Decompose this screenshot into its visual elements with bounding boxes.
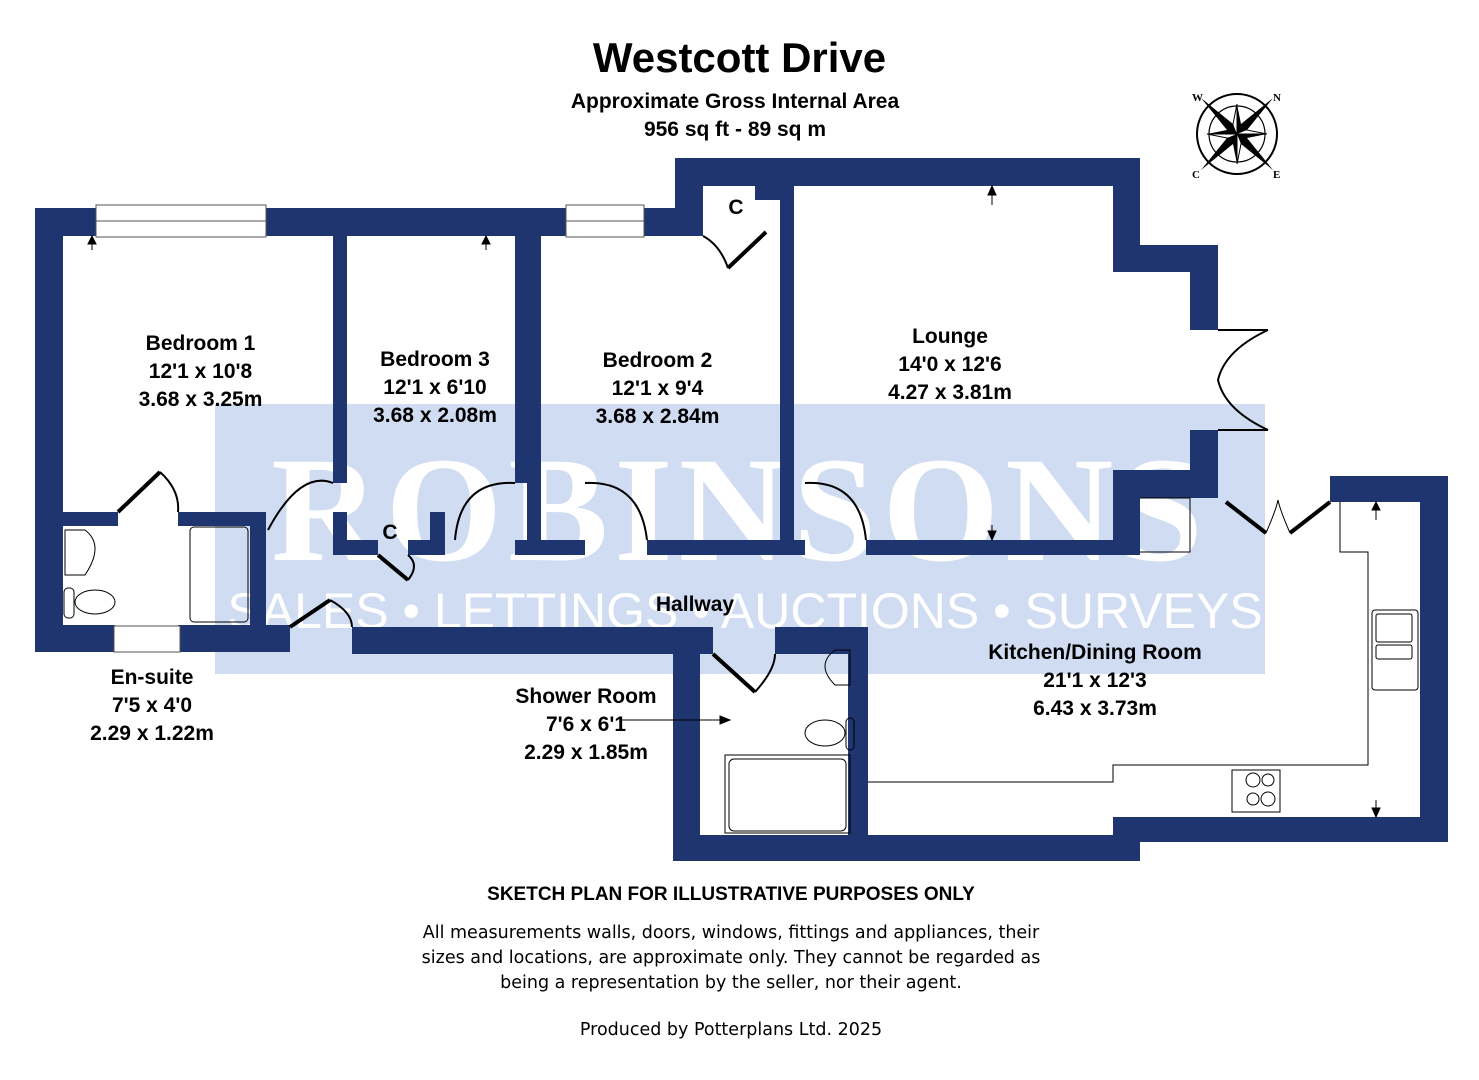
room-name: En-suite: [110, 666, 194, 689]
room-name: Kitchen/Dining Room: [988, 641, 1202, 664]
disclaimer-text: All measurements walls, doors, windows, …: [0, 921, 1462, 996]
room-metric: 6.43 x 3.73m: [1033, 697, 1157, 720]
room-kitchen-dining: Kitchen/Dining Room 21'1 x 12'3 6.43 x 3…: [960, 639, 1230, 723]
cupboard-label: C: [728, 196, 744, 219]
watermark: ROBINSONS SALES • LETTINGS • AUCTIONS • …: [215, 404, 1265, 674]
windows: [95, 204, 645, 653]
room-imperial: 12'1 x 10'8: [148, 360, 253, 383]
compass-south-label: C: [1192, 169, 1200, 181]
room-name: Bedroom 3: [380, 348, 490, 371]
sink-icon: [1371, 609, 1419, 691]
room-imperial: 21'1 x 12'3: [1043, 669, 1147, 692]
produced-by: Produced by Potterplans Ltd. 2025: [579, 1020, 883, 1040]
gross-area: 956 sq ft - 89 sq m: [643, 118, 827, 141]
room-metric: 3.68 x 2.08m: [373, 404, 497, 427]
room-name: Lounge: [912, 325, 988, 348]
shower-tray-icon: [724, 754, 851, 834]
disclaimer-line: All measurements walls, doors, windows, …: [422, 923, 1040, 943]
compass-rose-icon: W N E C: [1192, 92, 1281, 181]
fittings: [63, 497, 1419, 834]
toilet-icon: [804, 719, 846, 747]
compass-north-label: N: [1273, 92, 1281, 104]
watermark-brand: ROBINSONS: [271, 427, 1209, 593]
room-imperial: 12'1 x 9'4: [611, 377, 704, 400]
plan-subtitle: Approximate Gross Internal Area: [570, 90, 900, 113]
disclaimer-line: sizes and locations, are approximate onl…: [421, 948, 1041, 968]
room-imperial: 7'6 x 6'1: [545, 713, 627, 736]
room-metric: 2.29 x 1.85m: [524, 741, 648, 764]
room-name: Shower Room: [515, 685, 657, 708]
room-name: Bedroom 2: [602, 349, 713, 372]
shower-tray-icon: [189, 526, 249, 623]
compass-east-label: E: [1273, 169, 1280, 181]
room-hallway: Hallway: [640, 591, 750, 619]
room-imperial: 7'5 x 4'0: [111, 694, 193, 717]
room-en-suite: En-suite 7'5 x 4'0 2.29 x 1.22m: [72, 664, 232, 748]
cupboard-label: C: [382, 521, 398, 544]
dimension-arrows: [87, 184, 1381, 819]
disclaimer-heading: SKETCH PLAN FOR ILLUSTRATIVE PURPOSES ON…: [487, 884, 975, 905]
hob-icon: [1231, 769, 1281, 813]
walls: [35, 158, 1448, 861]
room-shower-room: Shower Room 7'6 x 6'1 2.29 x 1.85m: [500, 683, 672, 767]
compass-west-label: W: [1192, 92, 1203, 104]
room-name: Hallway: [655, 593, 735, 616]
disclaimer-line: being a representation by the seller, no…: [500, 973, 962, 993]
room-bedroom-3: Bedroom 3 12'1 x 6'10 3.68 x 2.08m: [355, 346, 515, 430]
toilet-icon: [74, 589, 116, 615]
room-imperial: 14'0 x 12'6: [898, 353, 1002, 376]
plan-title: Westcott Drive: [592, 34, 887, 81]
basin-icon: [824, 649, 851, 686]
room-name: Bedroom 1: [145, 332, 256, 355]
room-bedroom-1: Bedroom 1 12'1 x 10'8 3.68 x 3.25m: [118, 330, 283, 414]
room-metric: 3.68 x 2.84m: [595, 405, 720, 428]
basin-icon: [64, 529, 96, 576]
room-metric: 3.68 x 3.25m: [138, 388, 263, 411]
room-imperial: 12'1 x 6'10: [383, 376, 487, 399]
room-metric: 2.29 x 1.22m: [90, 722, 214, 745]
room-lounge: Lounge 14'0 x 12'6 4.27 x 3.81m: [870, 323, 1030, 407]
room-bedroom-2: Bedroom 2 12'1 x 9'4 3.68 x 2.84m: [575, 347, 740, 431]
doors: [116, 230, 1332, 694]
room-metric: 4.27 x 3.81m: [888, 381, 1012, 404]
